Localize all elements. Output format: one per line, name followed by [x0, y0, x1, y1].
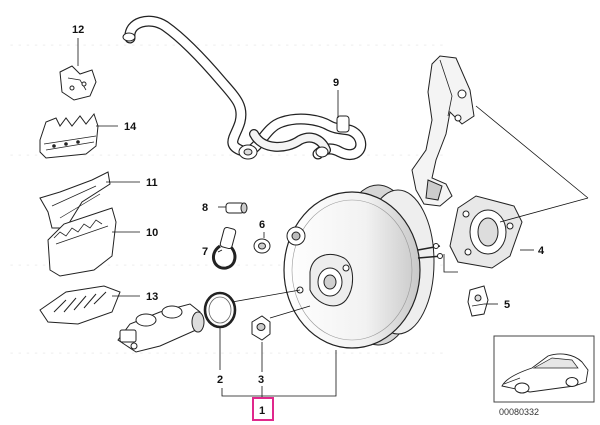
callout-9: 9 [333, 77, 339, 89]
master-cylinder [117, 303, 205, 353]
clip-part-5 [467, 285, 489, 317]
highlighted-callout-1[interactable]: 1 [252, 397, 274, 421]
svg-text:- - - - - - - - - - - - - - -: - - - - - - - - - - - - - - - - - - - - … [10, 40, 444, 51]
pedal-assembly [411, 55, 475, 207]
clip-part-12 [59, 65, 97, 101]
leader-lines [77, 38, 589, 398]
callout-11: 11 [146, 177, 158, 189]
callout-3: 3 [258, 374, 264, 386]
car-thumbnail-icon [501, 353, 589, 394]
callout-10: 10 [146, 227, 158, 239]
svg-text:- - - - - - - - - - - - - - -: - - - - - - - - - - - - - - - - - - - - … [10, 150, 444, 161]
callout-5: 5 [504, 299, 510, 311]
callout-1: 1 [259, 405, 265, 417]
diagram-reference-number: 00080332 [499, 407, 539, 417]
callout-12: 12 [72, 24, 84, 36]
callout-13: 13 [146, 291, 158, 303]
callout-4: 4 [538, 245, 545, 257]
fitting-parts-7-8 [211, 202, 248, 270]
svg-text:- - - - - - - - - - - - - - -: - - - - - - - - - - - - - - - - - - - - … [10, 260, 444, 271]
car-thumbnail [493, 335, 595, 403]
callout-14: 14 [124, 121, 137, 133]
grommet-part-6 [253, 238, 271, 254]
brake-booster [283, 184, 443, 349]
bracket-part-11 [39, 171, 111, 229]
callout-7: 7 [202, 246, 208, 258]
vacuum-hose [122, 15, 367, 161]
callout-6: 6 [259, 219, 265, 231]
o-ring-part-2 [203, 291, 237, 329]
callout-labels: 12 14 11 10 13 8 7 6 9 4 5 2 3 [72, 24, 545, 386]
callout-2: 2 [217, 374, 223, 386]
svg-text:- - - - - - - - - - - - - - -: - - - - - - - - - - - - - - - - - - - - … [10, 348, 444, 359]
nut-part-3 [251, 315, 271, 341]
comb-strip-part-14 [39, 112, 99, 159]
gasket-part-4 [449, 195, 523, 269]
cover-part-10 [47, 207, 117, 277]
watermark: - - - - - - - - - - - - - - - - - - - - … [10, 40, 444, 359]
callout-8: 8 [202, 202, 208, 214]
seal-kit-part-13 [39, 285, 121, 325]
